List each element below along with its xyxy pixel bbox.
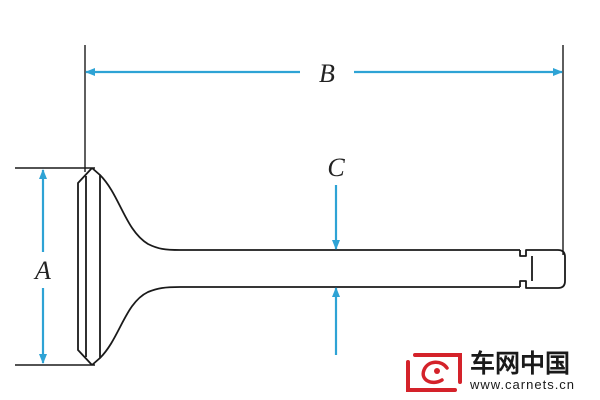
valve-fillet-top xyxy=(99,174,520,251)
valve-head-rim xyxy=(91,167,101,366)
valve-stem-tip xyxy=(519,249,566,289)
watermark: 车网中国 www.carnets.cn xyxy=(406,349,575,392)
valve-head-face xyxy=(77,167,93,366)
valve-outline xyxy=(77,167,566,366)
dimension-c-label: C xyxy=(327,153,345,182)
watermark-name: 车网中国 xyxy=(470,349,570,378)
carnets-logo-icon xyxy=(406,353,462,392)
valve-fillet-bottom xyxy=(99,286,520,359)
watermark-url: www.carnets.cn xyxy=(469,377,575,392)
dimension-a-label: A xyxy=(33,256,51,285)
dimension-b-label: B xyxy=(319,59,335,88)
extension-lines xyxy=(15,45,564,366)
